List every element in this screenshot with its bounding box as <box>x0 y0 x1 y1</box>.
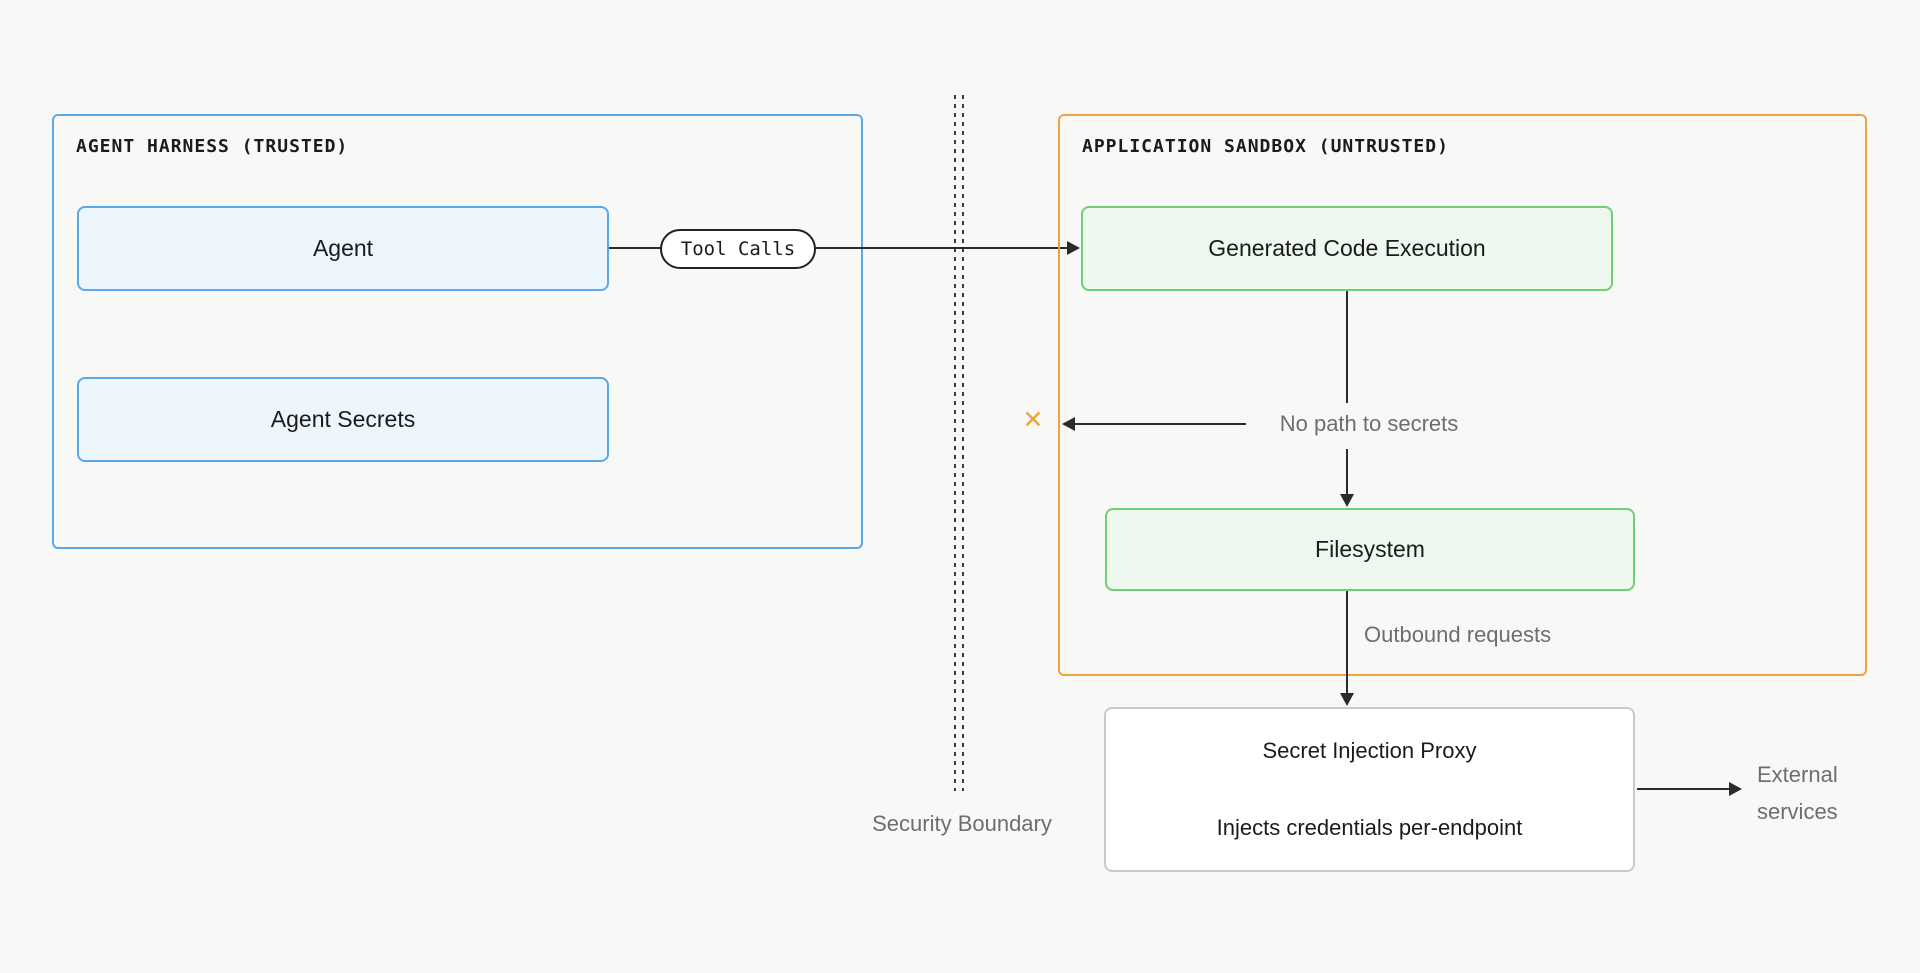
application-sandbox-title: APPLICATION SANDBOX (UNTRUSTED) <box>1082 136 1449 157</box>
arrowhead-into-sandbox <box>1067 241 1080 255</box>
arrow-to-filesystem <box>1346 449 1348 494</box>
no-path-to-secrets-label: No path to secrets <box>1279 411 1459 436</box>
arrowhead-no-path <box>1062 417 1075 431</box>
proxy-title: Secret Injection Proxy <box>1262 738 1477 763</box>
filesystem-node: Filesystem <box>1105 508 1635 591</box>
security-boundary-dashed-line <box>962 95 964 791</box>
proxy-subtitle: Injects credentials per-endpoint <box>1216 815 1523 840</box>
arrow-agent-to-sandbox <box>609 247 1069 249</box>
agent-harness-panel <box>52 114 863 549</box>
security-boundary-dashed-line <box>954 95 956 791</box>
arrowhead-into-proxy <box>1340 693 1354 706</box>
outbound-requests-label: Outbound requests <box>1364 622 1552 647</box>
external-services-line2: services <box>1757 799 1838 824</box>
arrow-no-path-left <box>1074 423 1246 425</box>
secret-injection-proxy-node: Secret Injection Proxy Injects credentia… <box>1104 707 1635 872</box>
agent-secrets-node: Agent Secrets <box>77 377 609 462</box>
application-sandbox-panel <box>1058 114 1867 676</box>
generated-code-execution-node: Generated Code Execution <box>1081 206 1613 291</box>
external-services-line1: External <box>1757 762 1838 787</box>
blocked-x-icon: ✕ <box>1022 406 1044 434</box>
arrowhead-into-external <box>1729 782 1742 796</box>
agent-node: Agent <box>77 206 609 291</box>
arrowhead-into-filesystem <box>1340 494 1354 507</box>
agent-harness-title: AGENT HARNESS (TRUSTED) <box>76 136 349 157</box>
tool-calls-pill: Tool Calls <box>660 229 816 269</box>
arrow-proxy-to-external <box>1637 788 1729 790</box>
arrow-filesystem-to-proxy <box>1346 591 1348 693</box>
arrow-gce-down <box>1346 291 1348 403</box>
external-services-label: External services <box>1757 756 1838 830</box>
security-boundary-label: Security Boundary <box>872 811 1052 836</box>
